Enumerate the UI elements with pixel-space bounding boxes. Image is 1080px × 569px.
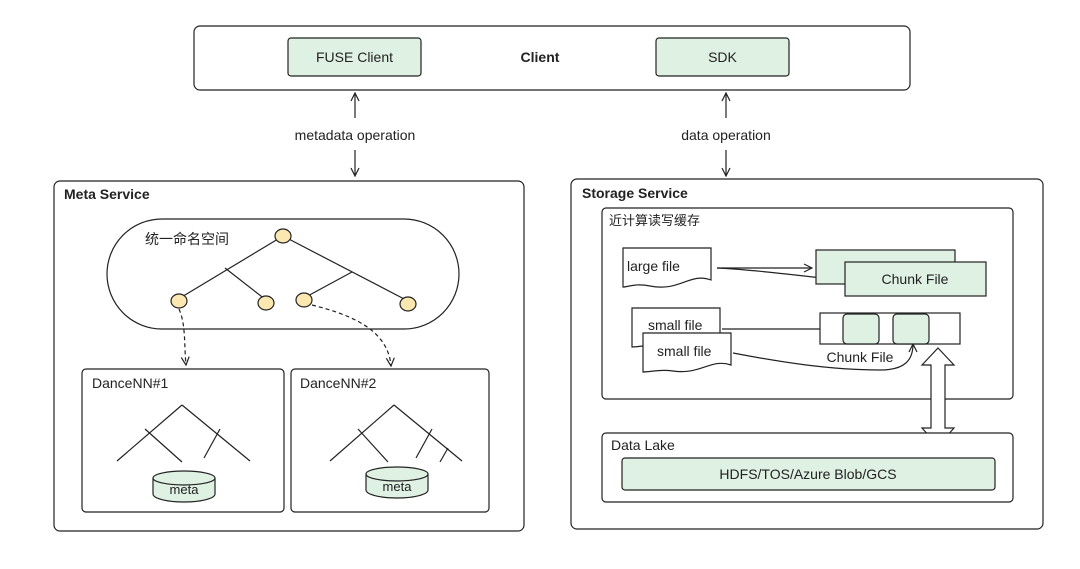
fuse-client-label: FUSE Client [316,49,393,65]
data-lake-title: Data Lake [611,437,675,453]
large-file-doc: large file [622,247,712,288]
dancenn-1-label: DanceNN#1 [92,375,168,391]
namespace-node [257,295,275,311]
data-operation-label: data operation [681,127,771,143]
large-file-label: large file [627,258,680,274]
meta-db-cylinder-1: meta [152,470,216,503]
mapping-arrow-1 [178,308,186,365]
meta-service-panel: Meta Service 统一命名空间 DanceNN#1 [53,180,525,532]
mapping-arrow-2 [311,304,391,366]
small-file-label-2: small file [657,343,712,359]
namespace-root-node [274,228,292,244]
chunk-file-large-label: Chunk File [882,271,949,287]
meta-service-title: Meta Service [64,186,150,202]
data-lake-backends-box [621,457,996,491]
dancenn-1-box: DanceNN#1 meta [81,368,285,513]
small-file-doc-2: small file [642,332,732,373]
sdk-box: SDK [655,37,790,77]
namespace-node [170,293,188,309]
client-box: Client FUSE Client SDK [193,25,911,91]
chunk-file-small: Chunk File [819,312,961,365]
data-lake-panel: Data Lake HDFS/TOS/Azure Blob/GCS [601,432,1014,503]
small-file-label-1: small file [648,317,703,333]
metadata-operation-label: metadata operation [295,127,416,143]
namespace-node [399,296,417,312]
fuse-client-box: FUSE Client [287,37,422,77]
dancenn-2-box: DanceNN#2 meta [290,368,490,513]
dancenn-2-label: DanceNN#2 [300,375,376,391]
namespace-capsule: 统一命名空间 [106,218,460,330]
meta-db-cylinder-2: meta [365,466,429,499]
namespace-node [295,292,313,308]
chunk-file-small-label: Chunk File [827,349,894,365]
client-title: Client [521,49,560,65]
meta-db-label-1: meta [170,482,200,497]
compute-cache-title: 近计算读写缓存 [609,213,700,228]
storage-service-title: Storage Service [582,185,688,201]
namespace-label: 统一命名空间 [145,231,229,247]
storage-service-panel: Storage Service 近计算读写缓存 large file Chunk… [570,178,1044,530]
data-operation-link: data operation [681,93,771,176]
chunk-file-large: Chunk File [815,249,987,297]
metadata-operation-link: metadata operation [295,93,416,176]
data-lake-backends-label: HDFS/TOS/Azure Blob/GCS [719,466,896,482]
meta-db-label-2: meta [383,479,413,494]
compute-cache-panel: 近计算读写缓存 large file Chunk File small file [601,207,1014,400]
sdk-label: SDK [708,49,737,65]
